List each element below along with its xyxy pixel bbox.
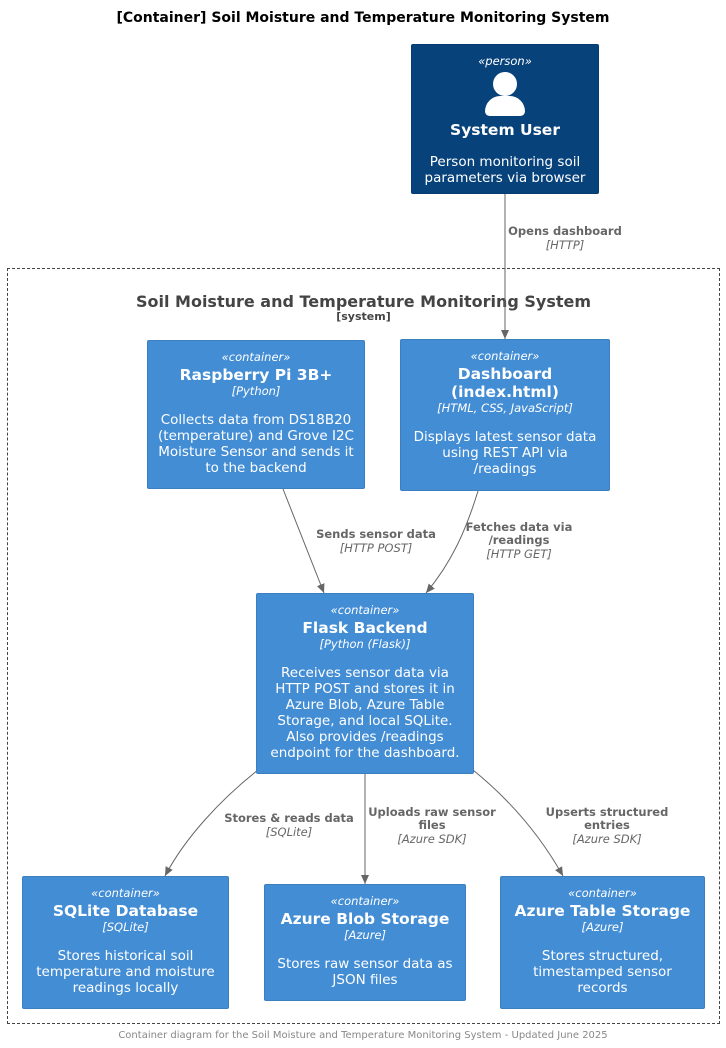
node-stereotype: «container» xyxy=(330,894,400,908)
relation-label: Fetches data via /readings xyxy=(465,520,573,547)
node-stereotype: «person» xyxy=(478,54,532,68)
system-boundary-tag: [system] xyxy=(336,310,391,323)
relation-technology: [HTTP GET] xyxy=(486,547,552,561)
node-raspberry-pi[interactable]: «container» Raspberry Pi 3B+ [Python] Co… xyxy=(147,340,365,489)
node-stereotype: «container» xyxy=(470,349,540,363)
edge-flask-sqlite xyxy=(164,769,259,877)
relation-technology: [Azure SDK] xyxy=(397,832,467,846)
diagram-footer: Container diagram for the Soil Moisture … xyxy=(118,1030,608,1041)
edge-pi-flask xyxy=(282,488,325,594)
node-technology: [SQLite] xyxy=(102,920,149,934)
relation-label: Opens dashboard xyxy=(508,224,622,238)
node-name: Azure Blob Storage xyxy=(280,910,450,928)
node-technology: [Azure] xyxy=(344,928,386,942)
node-description: Stores structured, timestamped sensor re… xyxy=(533,948,672,996)
node-name: Flask Backend xyxy=(302,619,428,637)
node-stereotype: «container» xyxy=(568,886,637,900)
relation-label: Stores & reads data xyxy=(224,811,354,825)
relation-technology: [HTTP POST] xyxy=(339,541,413,555)
node-description: Receives sensor data via HTTP POST and s… xyxy=(270,665,460,761)
relation-label: Uploads raw sensor files xyxy=(368,805,496,832)
person-icon xyxy=(485,72,525,116)
edge-dashboard-flask xyxy=(425,490,479,594)
node-technology: [Python (Flask)] xyxy=(319,637,411,651)
node-name: System User xyxy=(450,121,560,139)
relation-technology: [HTTP] xyxy=(545,238,585,252)
relation-technology: [Azure SDK] xyxy=(572,832,642,846)
node-azure-blob-storage[interactable]: «container» Azure Blob Storage [Azure] S… xyxy=(264,884,466,1001)
system-boundary-title: Soil Moisture and Temperature Monitoring… xyxy=(135,292,592,311)
node-technology: [Python] xyxy=(231,384,281,398)
node-azure-table-storage[interactable]: «container» Azure Table Storage [Azure] … xyxy=(500,876,705,1009)
node-stereotype: «container» xyxy=(330,603,400,617)
relation-technology: [SQLite] xyxy=(265,825,313,839)
edge-flask-table xyxy=(472,769,564,877)
relation-label-sends-sensor-data: Sends sensor data [HTTP POST] xyxy=(308,527,444,556)
relation-label-opens-dashboard: Opens dashboard [HTTP] xyxy=(500,224,630,253)
node-name: Dashboard (index.html) xyxy=(451,365,559,401)
diagram-title: [Container] Soil Moisture and Temperatur… xyxy=(116,10,610,26)
node-flask-backend[interactable]: «container» Flask Backend [Python (Flask… xyxy=(256,593,474,774)
relation-label-uploads-raw: Uploads raw sensor files [Azure SDK] xyxy=(362,805,502,847)
node-dashboard[interactable]: «container» Dashboard (index.html) [HTML… xyxy=(400,339,610,491)
node-description: Displays latest sensor data using REST A… xyxy=(413,429,597,477)
relation-label: Sends sensor data xyxy=(316,527,436,541)
system-boundary xyxy=(7,268,720,1024)
node-system-user[interactable]: «person» System User Person monitoring s… xyxy=(411,44,599,194)
node-name: SQLite Database xyxy=(52,902,199,920)
relation-label: Upserts structured entries xyxy=(545,805,669,832)
relation-label-upserts-structured: Upserts structured entries [Azure SDK] xyxy=(538,805,676,847)
node-description: Person monitoring soil parameters via br… xyxy=(424,154,586,186)
relation-label-fetches-data: Fetches data via /readings [HTTP GET] xyxy=(459,520,579,562)
node-technology: [Azure] xyxy=(581,920,624,934)
node-name: Raspberry Pi 3B+ xyxy=(179,366,333,384)
node-stereotype: «container» xyxy=(91,886,160,900)
node-description: Stores raw sensor data as JSON files xyxy=(277,956,453,988)
node-sqlite-database[interactable]: «container» SQLite Database [SQLite] Sto… xyxy=(22,876,229,1009)
node-stereotype: «container» xyxy=(221,350,291,364)
relation-label-stores-reads-data: Stores & reads data [SQLite] xyxy=(216,811,362,840)
node-technology: [HTML, CSS, JavaScript] xyxy=(437,401,573,415)
node-name: Azure Table Storage xyxy=(514,902,691,920)
node-description: Collects data from DS18B20 (temperature)… xyxy=(158,412,354,476)
node-description: Stores historical soil temperature and m… xyxy=(36,948,215,996)
